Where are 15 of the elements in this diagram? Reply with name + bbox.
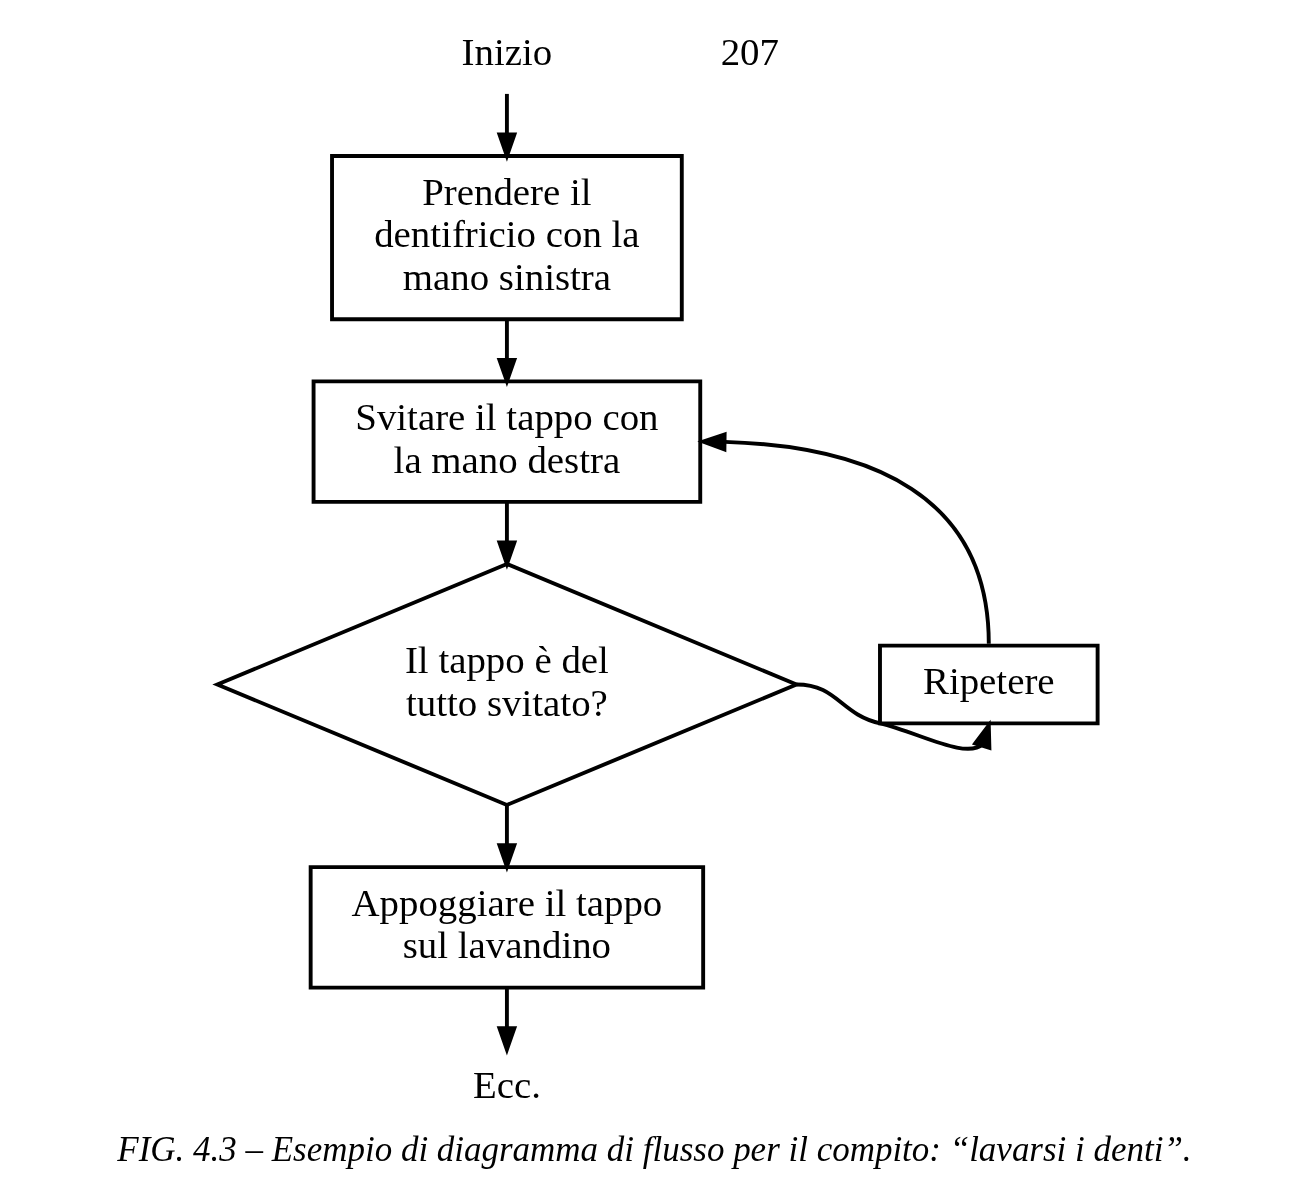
node-box: Prendere il dentifricio con la mano sinistra [329, 154, 684, 322]
caption: FIG. 4.3 – Esempio di diagramma di flusso per il compito: “lavarsi i denti”. [116, 1130, 1192, 1170]
node-box: Appoggiare il tappo sul lavandino [308, 865, 705, 990]
arrow [496, 805, 517, 873]
arrow [496, 93, 517, 162]
label: 207 [720, 29, 779, 73]
node-text: Inizio [461, 29, 552, 73]
arrow [795, 682, 991, 751]
node-text: Ecc. [472, 1063, 541, 1107]
node-box: Svitare il tappo con la mano destra [311, 379, 702, 504]
arrow [496, 987, 517, 1056]
arrow [496, 502, 517, 570]
arrow [496, 319, 517, 388]
arrow [696, 431, 991, 644]
node-box: Ripetere [877, 643, 1100, 726]
